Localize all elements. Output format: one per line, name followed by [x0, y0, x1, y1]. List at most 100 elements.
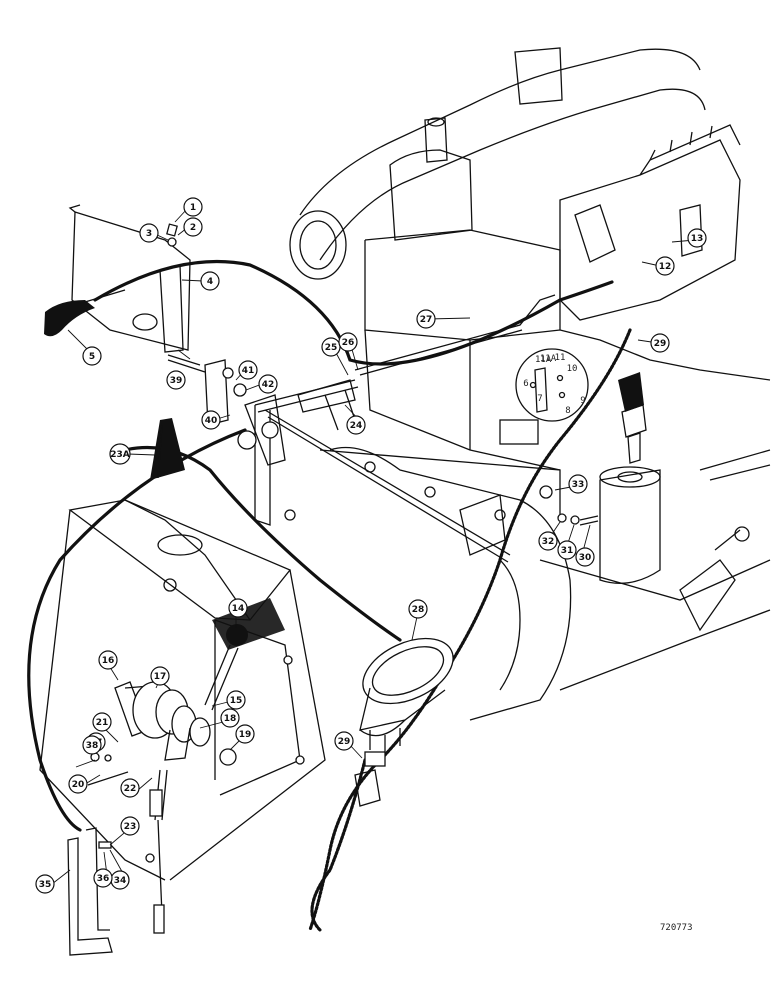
callout-circle: [166, 370, 186, 390]
callout-31: 31: [557, 540, 577, 560]
callout-12: 12: [655, 256, 675, 276]
callout-27: 27: [416, 309, 436, 329]
callout-text: 14: [232, 604, 245, 614]
engine-block: [289, 47, 771, 721]
callout-circle: [557, 540, 577, 560]
tachometer-gauge: [354, 637, 454, 807]
callout-4: 4: [200, 271, 220, 291]
callout-text: 7: [537, 394, 542, 404]
callout-text: 26: [342, 338, 355, 348]
callout-39: 39: [166, 370, 186, 390]
callout-circle: [120, 816, 140, 836]
callout-circle: [258, 374, 278, 394]
callout-18: 18: [220, 708, 240, 728]
callout-text: 13: [691, 234, 704, 244]
callout-25: 25: [321, 337, 341, 357]
callout-circle: [220, 708, 240, 728]
callout-30: 30: [575, 547, 595, 567]
callout-text: 32: [542, 537, 555, 547]
callout-text: 42: [262, 380, 275, 390]
callout-text: 39: [170, 376, 183, 386]
callout-23: 23: [120, 816, 140, 836]
callout-circle: [238, 360, 258, 380]
callout-text: 36: [97, 874, 110, 884]
callout-circle: [568, 474, 588, 494]
callout-text: 24: [350, 421, 363, 431]
callout-11a: 11A: [540, 354, 557, 364]
callout-8: 8: [565, 406, 570, 416]
callout-29-b: 29: [334, 731, 354, 751]
callout-circle: [82, 735, 102, 755]
callout-40: 40: [201, 410, 221, 430]
callout-circle: [82, 346, 102, 366]
callout-circle: [139, 223, 159, 243]
callout-text: 23A: [110, 450, 130, 460]
callout-10: 10: [567, 364, 578, 374]
callout-circle: [183, 217, 203, 237]
callout-text: 12: [659, 262, 672, 272]
callout-circle: [226, 690, 246, 710]
callout-circle: [655, 256, 675, 276]
tachometer-drive-adapter: [539, 372, 647, 526]
callout-circle: [200, 271, 220, 291]
callout-text: 15: [230, 696, 243, 706]
callout-text: 10: [567, 364, 578, 374]
callout-17: 17: [150, 666, 170, 686]
callout-circle: [183, 197, 203, 217]
callout-text: 9: [580, 396, 585, 406]
callout-circle: [98, 650, 118, 670]
callout-text: 8: [565, 406, 570, 416]
callout-29: 29: [650, 333, 670, 353]
callout-circle: [338, 332, 358, 352]
callout-38: 38: [82, 735, 102, 755]
callout-text: 1: [190, 203, 196, 213]
callout-circle: [538, 531, 558, 551]
callout-7: 7: [537, 394, 542, 404]
callout-circle: [228, 598, 248, 618]
callout-circle: [687, 228, 707, 248]
callout-circle: [346, 415, 366, 435]
callout-text: 41: [242, 366, 255, 376]
callout-text: 17: [154, 672, 167, 682]
callout-26: 26: [338, 332, 358, 352]
callout-text: 16: [102, 656, 115, 666]
hand-throttle-lever-assembly: [87, 624, 248, 934]
callout-1: 1: [183, 197, 203, 217]
callout-22: 22: [120, 778, 140, 798]
callout-text: 22: [124, 784, 137, 794]
callout-circle: [575, 547, 595, 567]
callout-circle: [408, 599, 428, 619]
callout-circle: [68, 774, 88, 794]
callout-text: 29: [654, 339, 667, 349]
callout-text: 11: [555, 353, 566, 363]
callout-34: 34: [110, 870, 130, 890]
callout-circle: [235, 724, 255, 744]
label-11a-inset-top: 11A: [535, 355, 552, 365]
callout-text: 4: [207, 277, 213, 287]
upper-lever-assembly: [44, 204, 247, 426]
callout-text: 38: [86, 741, 99, 751]
callout-5: 5: [82, 346, 102, 366]
callout-text: 2: [190, 223, 196, 233]
callout-circle: [201, 410, 221, 430]
callout-circle: [93, 868, 113, 888]
callout-text: 29: [338, 737, 351, 747]
callout-11: 11: [555, 353, 566, 363]
callout-20: 20: [68, 774, 88, 794]
callout-35: 35: [35, 874, 55, 894]
callout-text: 27: [420, 315, 433, 325]
linkage-rod-assembly: [237, 294, 556, 563]
callout-text: 33: [572, 480, 585, 490]
part-callouts: [51, 208, 696, 885]
callout-42: 42: [258, 374, 278, 394]
callout-13: 13: [687, 228, 707, 248]
callout-text: 23: [124, 822, 137, 832]
callout-3: 3: [139, 223, 159, 243]
callout-text: 18: [224, 714, 237, 724]
callout-text: 3: [146, 229, 152, 239]
mounting-bracket-35: [67, 827, 113, 956]
callout-21: 21: [92, 712, 112, 732]
callout-circle: [150, 666, 170, 686]
callout-circle: [416, 309, 436, 329]
callout-16: 16: [98, 650, 118, 670]
